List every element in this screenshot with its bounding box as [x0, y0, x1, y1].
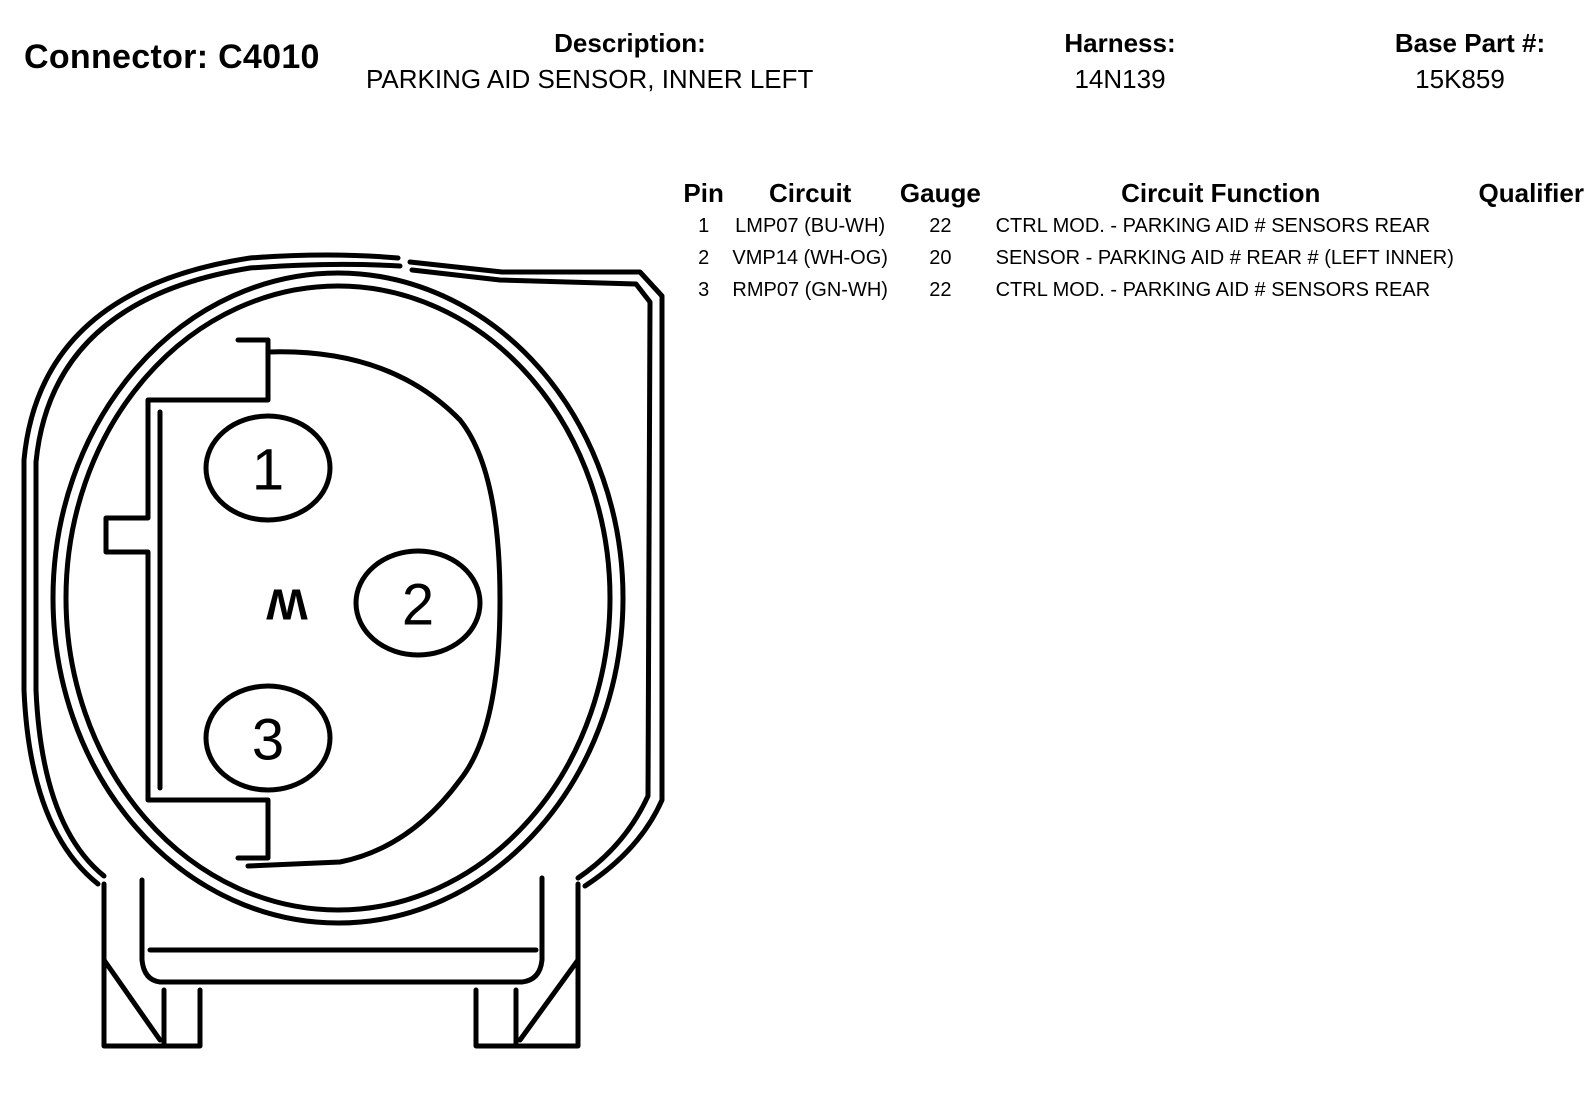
- housing-outer-outline: [21, 252, 665, 889]
- face-oval-outer: [50, 270, 626, 926]
- pin-table: Pin Circuit Gauge Circuit Function Quali…: [680, 176, 1584, 306]
- latch-base: [139, 875, 545, 985]
- cell-pin: 2: [698, 246, 710, 269]
- terminal-insert-outline: [103, 337, 271, 861]
- cell-function: CTRL MOD. - PARKING AID # SENSORS REAR: [995, 278, 1431, 301]
- connector-title: Connector: C4010: [24, 38, 320, 76]
- connector-face-diagram: 1 2 3 W: [21, 252, 665, 1049]
- description-value: PARKING AID SENSOR, INNER LEFT: [366, 64, 814, 94]
- col-header-pin: Pin: [683, 177, 724, 208]
- right-foot: [473, 881, 581, 1049]
- cell-qualifier: [1454, 274, 1584, 306]
- pin-2-label: 2: [402, 573, 434, 638]
- cell-function: CTRL MOD. - PARKING AID # SENSORS REAR: [995, 214, 1431, 237]
- table-row: 3 RMP07 (GN-WH) 22 CTRL MOD. - PARKING A…: [680, 274, 1584, 306]
- pin-1-cavity: [203, 413, 333, 523]
- harness-value: 14N139: [1074, 64, 1166, 94]
- cell-circuit: RMP07 (GN-WH): [732, 278, 888, 301]
- cell-circuit: LMP07 (BU-WH): [735, 214, 886, 237]
- cell-pin: 3: [698, 278, 710, 301]
- left-foot: [101, 881, 203, 1049]
- col-header-gauge: Gauge: [899, 177, 981, 208]
- table-row: 2 VMP14 (WH-OG) 20 SENSOR - PARKING AID …: [680, 242, 1584, 274]
- cell-gauge: 20: [929, 246, 952, 269]
- pin-table-header: Pin Circuit Gauge Circuit Function Quali…: [680, 176, 1584, 210]
- description-label: Description:: [554, 28, 706, 58]
- cell-pin: 1: [698, 214, 710, 237]
- base-part-value: 15K859: [1415, 64, 1505, 94]
- key-w-label: W: [266, 580, 308, 629]
- cell-qualifier: [1454, 210, 1584, 242]
- col-header-function: Circuit Function: [1121, 177, 1321, 208]
- pin-3-label: 3: [252, 708, 284, 773]
- housing-inner-outline: [33, 261, 653, 881]
- cell-function: SENSOR - PARKING AID # REAR # (LEFT INNE…: [995, 246, 1454, 269]
- face-oval-inner: [63, 283, 613, 913]
- cell-gauge: 22: [929, 214, 952, 237]
- right-foot-brace: [517, 957, 581, 1043]
- col-header-circuit: Circuit: [769, 177, 852, 208]
- pin-3-cavity: [203, 683, 333, 793]
- cell-qualifier: [1454, 242, 1584, 274]
- table-row: 1 LMP07 (BU-WH) 22 CTRL MOD. - PARKING A…: [680, 210, 1584, 242]
- cell-circuit: VMP14 (WH-OG): [732, 246, 888, 269]
- cell-gauge: 22: [929, 278, 952, 301]
- terminal-insert-curve: [245, 349, 503, 869]
- pin-2-cavity: [353, 548, 483, 658]
- left-foot-brace: [101, 957, 163, 1043]
- pin-1-label: 1: [252, 438, 284, 503]
- col-header-qualifier: Qualifier: [1478, 177, 1584, 208]
- harness-label: Harness:: [1064, 28, 1176, 58]
- base-part-label: Base Part #:: [1394, 28, 1546, 58]
